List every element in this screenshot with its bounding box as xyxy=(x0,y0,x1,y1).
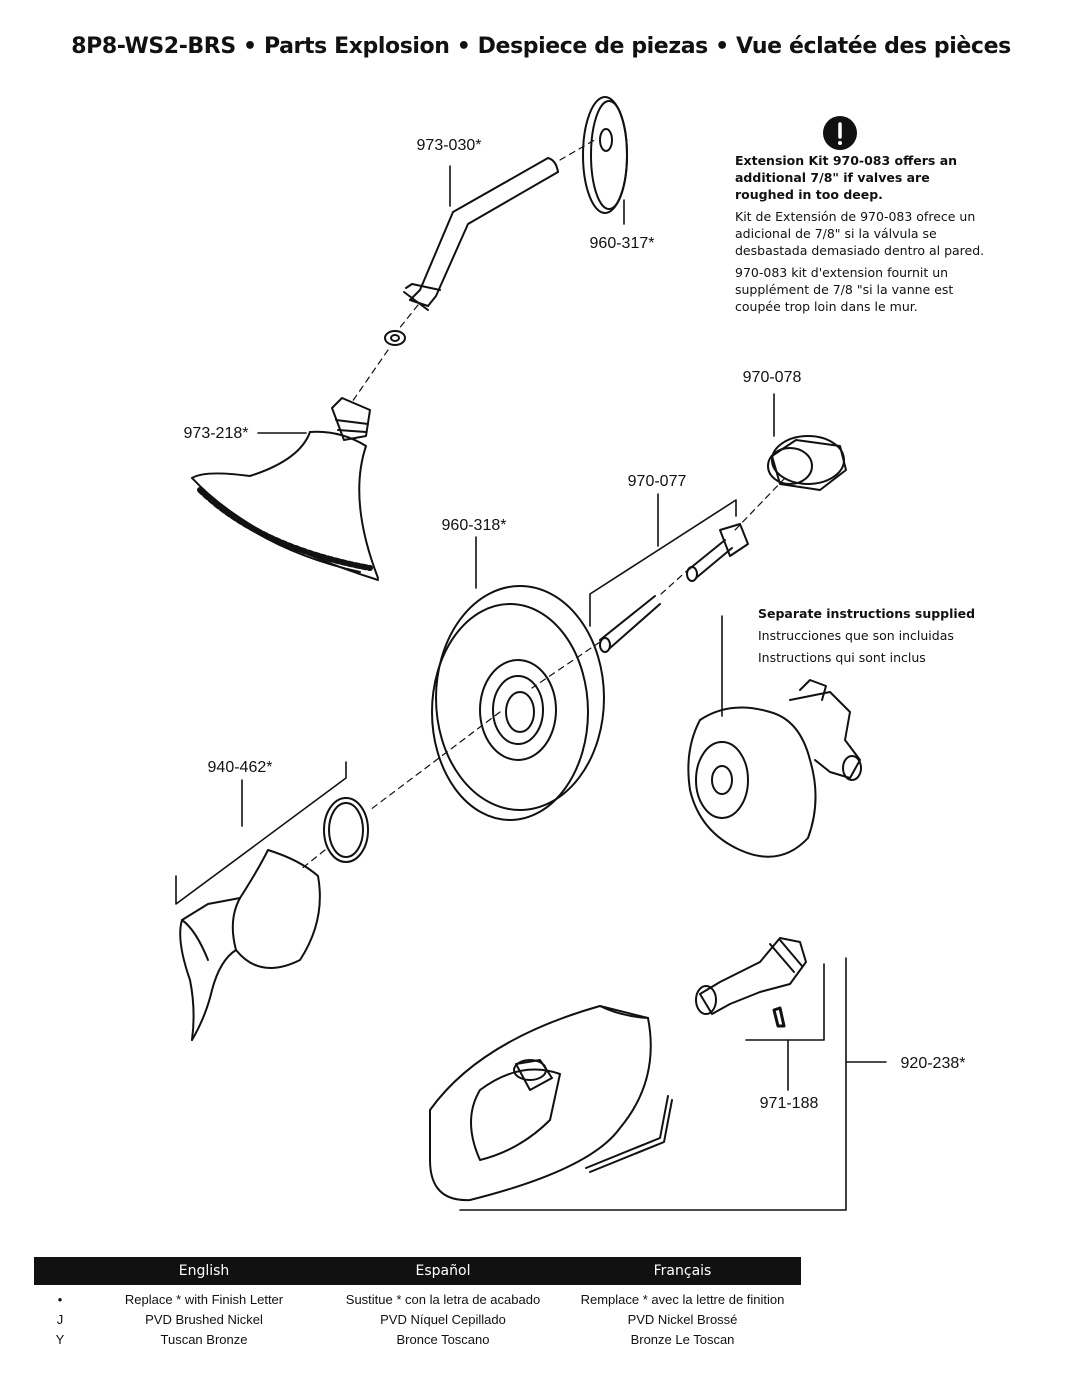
screw-970-077-drawing xyxy=(599,523,749,653)
label-971-188: 971-188 xyxy=(760,1095,819,1112)
legend-header-english: English xyxy=(178,1263,230,1279)
finish-legend-table: English Español Français • Replace * wit… xyxy=(34,1257,801,1349)
showerhead-973-218-drawing xyxy=(191,397,379,581)
leader-lines xyxy=(175,165,887,1211)
page-title: 8P8-WS2-BRS • Parts Explosion • Despiece… xyxy=(71,34,1011,59)
label-960-317: 960-317* xyxy=(590,235,655,252)
cartridge-971-188-drawing xyxy=(695,937,807,1028)
label-970-078: 970-078 xyxy=(743,369,802,386)
allen-wrench-drawing xyxy=(585,1095,673,1173)
separate-instructions-note: Separate instructions supplied Instrucci… xyxy=(758,603,988,669)
legend-header-row: English Español Français xyxy=(34,1257,801,1285)
legend-header-espanol: Español xyxy=(415,1263,471,1279)
warning-note-fr: 970-083 kit d'extension fournit un suppl… xyxy=(735,265,954,314)
label-960-318: 960-318* xyxy=(442,517,507,534)
legend-header-francais: Français xyxy=(653,1263,712,1279)
label-973-030: 973-030* xyxy=(417,137,482,154)
assembly-guide-lines xyxy=(299,137,786,871)
parts-explosion-diagram: 973-030* 960-317* 973-218* 970-078 970-0… xyxy=(175,96,966,1211)
separate-instructions-fr: Instructions qui sont inclus xyxy=(758,650,926,665)
separate-instructions-es: Instrucciones que son incluidas xyxy=(758,628,954,643)
separate-instructions-en: Separate instructions supplied xyxy=(758,606,976,621)
warning-note-en: Extension Kit 970-083 offers an addition… xyxy=(735,153,958,202)
warning-note-es: Kit de Extensión de 970-083 ofrece un ad… xyxy=(735,209,985,258)
legend-row: • Replace * with Finish Letter Sustitue … xyxy=(57,1291,785,1307)
legend-row: Y Tuscan Bronze Bronce Toscano Bronze Le… xyxy=(55,1331,735,1347)
legend-row: J PVD Brushed Nickel PVD Níquel Cepillad… xyxy=(56,1311,738,1327)
label-940-462: 940-462* xyxy=(208,759,273,776)
washer-drawing xyxy=(384,330,406,346)
flange-960-317-drawing xyxy=(582,96,628,214)
escutcheon-960-318-drawing xyxy=(431,585,605,821)
shower-arm-973-030-drawing xyxy=(403,157,559,311)
label-973-218: 973-218* xyxy=(184,425,249,442)
tub-spout-920-238-drawing xyxy=(429,1005,652,1202)
nut-970-078-drawing xyxy=(767,435,847,491)
label-970-077: 970-077 xyxy=(628,473,687,490)
valve-body-drawing xyxy=(687,679,862,858)
handle-940-462-drawing xyxy=(179,849,321,1041)
label-920-238: 920-238* xyxy=(901,1055,966,1072)
warning-icon xyxy=(823,116,857,150)
o-ring-drawing xyxy=(323,797,369,863)
